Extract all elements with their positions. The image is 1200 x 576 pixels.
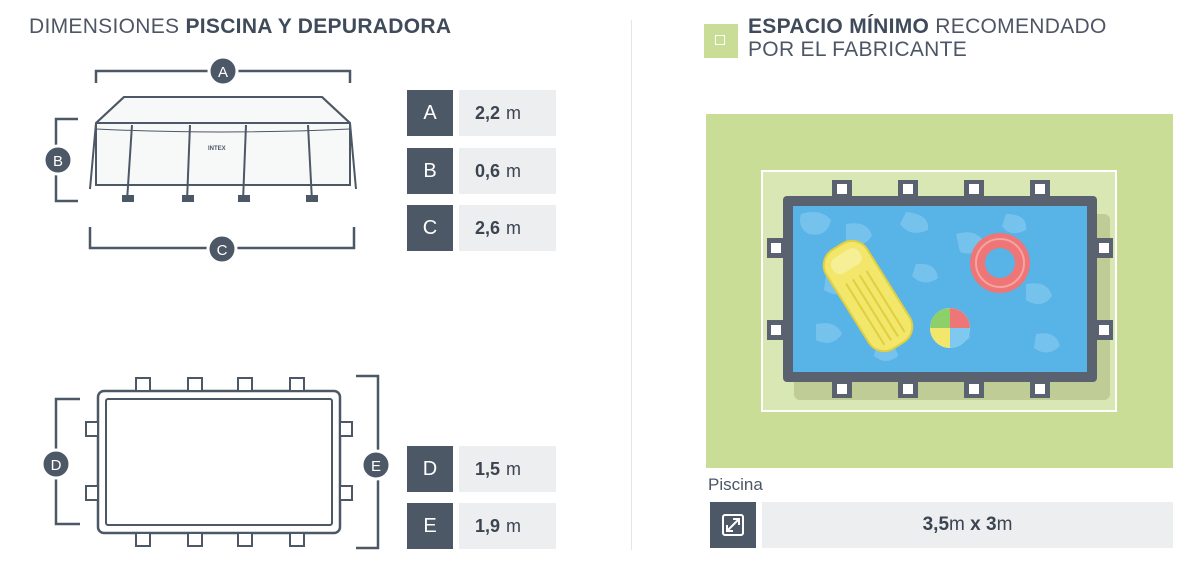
float-mattress-icon xyxy=(822,239,914,353)
dimension-key: A xyxy=(407,90,453,136)
legend-square-icon xyxy=(704,24,738,58)
marker-d: D xyxy=(40,448,72,480)
right-title-bold: ESPACIO MÍNIMO xyxy=(748,15,930,38)
beach-ball-icon xyxy=(930,308,970,348)
svg-text:C: C xyxy=(217,242,228,259)
left-title: DIMENSIONES PISCINA Y DEPURADORA xyxy=(29,15,451,38)
resize-diagonal-icon xyxy=(710,502,756,548)
dimension-key: C xyxy=(407,205,453,251)
dimension-key: D xyxy=(407,446,453,492)
right-title-line2: POR EL FABRICANTE xyxy=(748,38,968,61)
section-divider xyxy=(631,20,632,550)
left-title-prefix: DIMENSIONES xyxy=(29,15,180,38)
pool-caption: Piscina xyxy=(708,475,763,494)
dimension-key: E xyxy=(407,503,453,549)
marker-e: E xyxy=(360,449,392,481)
svg-text:E: E xyxy=(371,458,381,475)
pool-side-view-diagram: INTEX A B C xyxy=(42,55,357,265)
svg-text:B: B xyxy=(53,153,63,170)
marker-c: C xyxy=(206,233,238,265)
svg-text:D: D xyxy=(51,457,62,474)
marker-a: A xyxy=(207,55,239,87)
dimension-key: B xyxy=(407,148,453,194)
swim-ring-icon xyxy=(970,233,1030,293)
pool-space-illustration xyxy=(706,114,1173,468)
svg-text:A: A xyxy=(218,64,228,81)
side-brand: INTEX xyxy=(208,146,226,152)
marker-b: B xyxy=(42,144,74,176)
pool-top-view-diagram: D E xyxy=(40,374,392,550)
right-title: ESPACIO MÍNIMO RECOMENDADO POR EL FABRIC… xyxy=(748,15,1107,61)
left-title-bold: PISCINA Y DEPURADORA xyxy=(185,15,452,38)
right-title-rest: RECOMENDADO xyxy=(935,15,1107,38)
